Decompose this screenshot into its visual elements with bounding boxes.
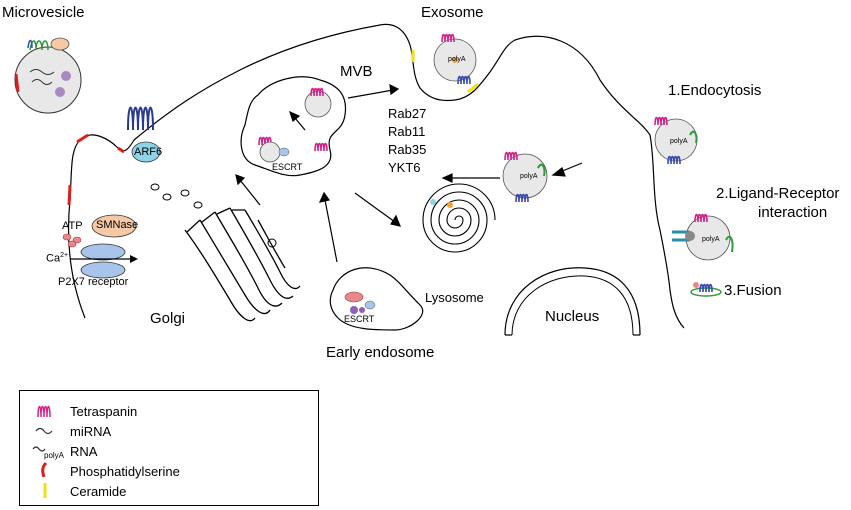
multivesicular-body bbox=[240, 76, 347, 177]
endocytosed-exosome bbox=[654, 116, 698, 165]
legend: Tetraspanin miRNA polyA RNA Phosphatidyl… bbox=[19, 390, 319, 506]
cell-membrane bbox=[67, 23, 685, 329]
legend-label-ceramide: Ceramide bbox=[70, 484, 127, 499]
legend-label-tetraspanin: Tetraspanin bbox=[70, 404, 138, 419]
ligand-receptor-label: 2.Ligand-Receptor bbox=[716, 185, 840, 202]
rab35-label: Rab35 bbox=[388, 142, 427, 157]
atp-molecules bbox=[62, 233, 82, 248]
ca-label: Ca2+ bbox=[46, 252, 69, 265]
interaction-label: interaction bbox=[758, 204, 828, 221]
internalized-exosome bbox=[502, 151, 548, 203]
ykt6-label: YKT6 bbox=[388, 160, 421, 175]
smnase-enzyme bbox=[91, 214, 137, 238]
polya-label-exosome: polyA bbox=[448, 56, 466, 63]
escrt-early-label: ESCRT bbox=[344, 314, 375, 324]
rab11-label: Rab11 bbox=[388, 124, 426, 139]
ca-superscript: 2+ bbox=[60, 252, 69, 259]
legend-polya-sub: polyA bbox=[44, 451, 65, 460]
fusion-site bbox=[690, 282, 722, 297]
rna-polya-icon bbox=[32, 446, 46, 452]
nucleus bbox=[504, 267, 641, 336]
early-endosome bbox=[329, 267, 424, 331]
lysosome-label: Lysosome bbox=[425, 290, 484, 305]
mvb-label: MVB bbox=[340, 63, 373, 80]
smnase-label: SMNase bbox=[96, 219, 139, 231]
polya-label-ligand: polyA bbox=[702, 236, 720, 243]
nucleus-label: Nucleus bbox=[545, 308, 600, 325]
ceramide-icon bbox=[43, 483, 47, 498]
legend-item-mirna: miRNA bbox=[30, 421, 310, 441]
ceramide-mark bbox=[467, 82, 479, 94]
golgi-label: Golgi bbox=[150, 310, 186, 327]
p2x7-receptor-label: P2X7 receptor bbox=[58, 276, 129, 288]
arf6-transmembrane-protein bbox=[127, 106, 161, 163]
early-endosome-label: Early endosome bbox=[326, 344, 435, 361]
golgi-vesicle bbox=[267, 238, 277, 248]
microvesicle bbox=[14, 37, 82, 114]
exosome-vesicle bbox=[433, 33, 477, 85]
tetraspanin-icon bbox=[37, 405, 51, 418]
legend-label-phosphatidylserine: Phosphatidylserine bbox=[70, 464, 180, 479]
legend-item-phosphatidylserine: Phosphatidylserine bbox=[30, 461, 310, 481]
phosphatidylserine-mark bbox=[67, 184, 72, 206]
phosphatidylserine-icon bbox=[41, 461, 48, 478]
lysosome bbox=[422, 183, 496, 253]
mirna-icon bbox=[35, 427, 53, 435]
golgi-apparatus bbox=[184, 207, 301, 322]
polya-label-endocytosis: polyA bbox=[670, 138, 688, 145]
microvesicle-label: Microvesicle bbox=[2, 4, 85, 21]
atp-label: ATP bbox=[62, 220, 83, 232]
fusion-label: 3.Fusion bbox=[724, 282, 782, 299]
ligand-receptor-exosome bbox=[672, 213, 734, 261]
pathway-arrows bbox=[235, 83, 583, 263]
escrt-mvb-label: ESCRT bbox=[272, 162, 303, 172]
legend-label-rna: RNA bbox=[70, 444, 98, 459]
legend-item-rna: polyA RNA bbox=[30, 441, 310, 461]
p2x7-receptor bbox=[70, 243, 138, 279]
legend-item-ceramide: Ceramide bbox=[30, 481, 310, 501]
legend-item-tetraspanin: Tetraspanin bbox=[30, 401, 310, 421]
phosphatidylserine-mark bbox=[76, 133, 89, 144]
endocytosis-label: 1.Endocytosis bbox=[668, 82, 762, 99]
nucleus-inner bbox=[511, 275, 634, 336]
arf6-label: ARF6 bbox=[134, 146, 163, 158]
golgi-vesicles bbox=[150, 183, 203, 209]
rab27-label: Rab27 bbox=[388, 106, 427, 121]
phosphatidylserine-mark bbox=[117, 146, 125, 154]
legend-label-mirna: miRNA bbox=[70, 424, 112, 439]
polya-label-mid: polyA bbox=[520, 173, 538, 180]
exosome-label: Exosome bbox=[421, 4, 484, 21]
